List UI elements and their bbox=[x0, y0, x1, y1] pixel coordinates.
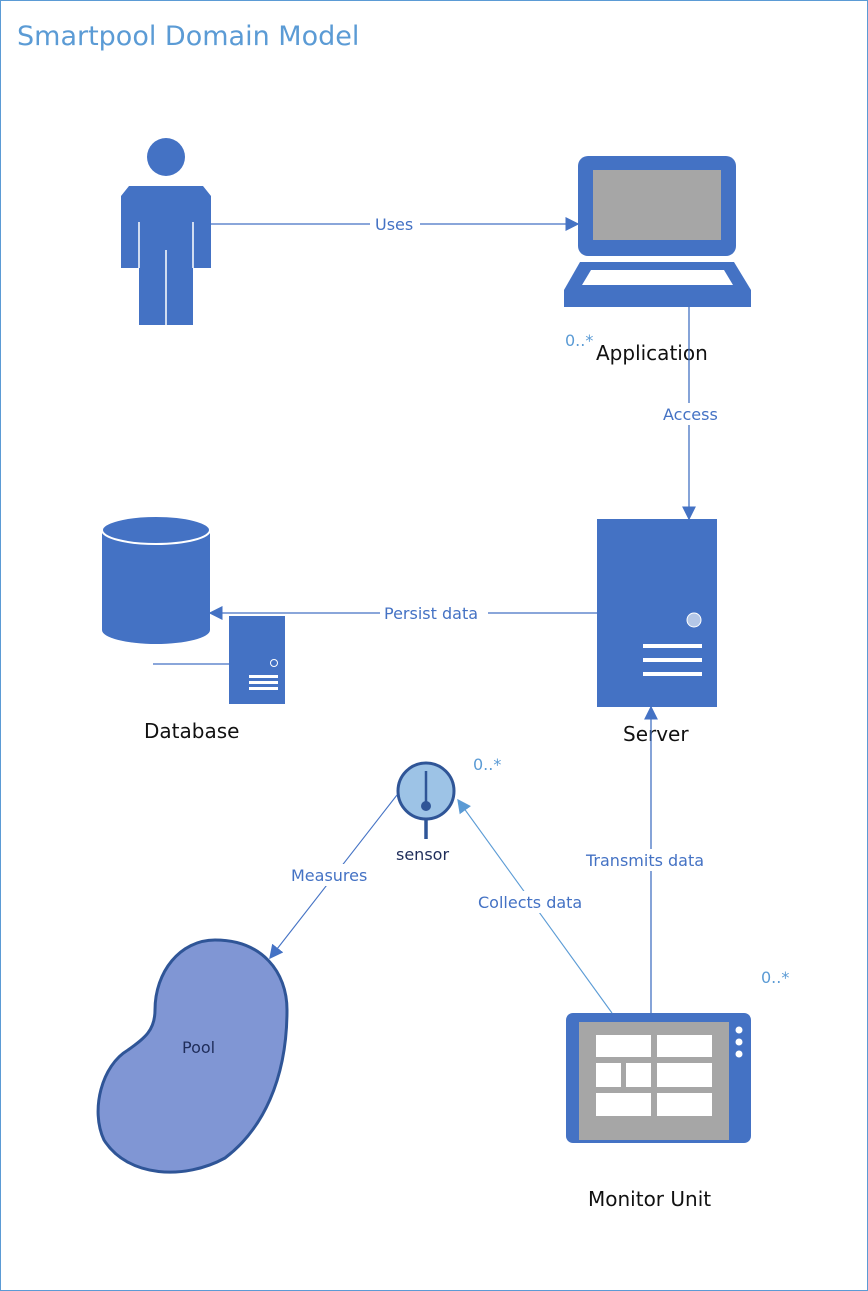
edge-access: Access bbox=[660, 307, 722, 521]
edge-collects-label: Collects data bbox=[478, 893, 582, 912]
diagram-title: Smartpool Domain Model bbox=[17, 21, 359, 52]
edge-access-label: Access bbox=[663, 405, 718, 424]
server-label: Server bbox=[623, 722, 689, 746]
edge-uses: Uses bbox=[211, 213, 580, 235]
pool-label: Pool bbox=[182, 1038, 215, 1057]
edge-persist-data: Persist data bbox=[208, 602, 655, 624]
monitor-unit-multiplicity: 0..* bbox=[761, 968, 789, 987]
edge-uses-label: Uses bbox=[375, 215, 413, 234]
edge-transmits-data: Transmits data bbox=[582, 705, 718, 1013]
pool-shape bbox=[96, 938, 289, 1174]
edge-measures: Measures bbox=[269, 794, 398, 960]
edge-collects-data: Collects data bbox=[457, 798, 613, 1014]
sensor-icon bbox=[396, 761, 456, 839]
application-multiplicity: 0..* bbox=[565, 331, 593, 350]
database-icon bbox=[101, 515, 285, 704]
edge-measures-label: Measures bbox=[291, 866, 367, 885]
monitor-unit-label: Monitor Unit bbox=[588, 1187, 711, 1211]
edge-persist-label: Persist data bbox=[384, 604, 478, 623]
database-label: Database bbox=[144, 719, 239, 743]
application-label: Application bbox=[596, 341, 708, 365]
user-icon bbox=[121, 138, 211, 325]
sensor-label: sensor bbox=[396, 845, 449, 864]
edge-transmits-label: Transmits data bbox=[585, 851, 704, 870]
sensor-multiplicity: 0..* bbox=[473, 755, 501, 774]
laptop-icon bbox=[564, 156, 751, 307]
tablet-icon bbox=[566, 1013, 751, 1143]
